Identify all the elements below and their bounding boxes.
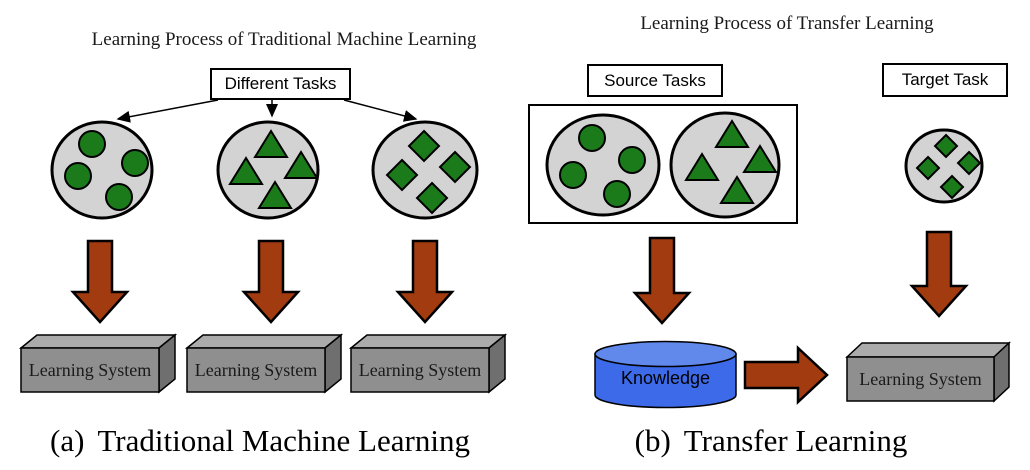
flow-arrow-knowledge-right (743, 345, 829, 405)
flow-arrow-down-2 (241, 239, 301, 324)
caption-b-text: Transfer Learning (683, 423, 908, 458)
box-top-face (348, 334, 508, 349)
diamond-icon (939, 174, 965, 200)
diamond-icon (915, 155, 941, 181)
learning-system-box-2 (184, 333, 344, 394)
cluster-ellipse (371, 120, 479, 220)
box-front-face (20, 347, 160, 393)
cylinder-body (594, 353, 737, 409)
task-cluster-circles (50, 120, 154, 220)
learning-system-label-3: Learning System (358, 359, 482, 380)
task-cluster-diamonds (371, 120, 479, 220)
cluster-ellipse (216, 120, 320, 220)
right-panel-title: Learning Process of Transfer Learning (640, 13, 934, 34)
caption-a-prefix: (a) (50, 423, 85, 458)
box-top-face (184, 334, 344, 349)
caption-b-prefix: (b) (634, 423, 671, 458)
connector-arrow-left (116, 99, 219, 123)
box-front-face (186, 347, 326, 393)
learning-system-label-1: Learning System (28, 359, 152, 380)
diamond-icon (415, 181, 449, 215)
learning-system-box-3 (348, 333, 508, 394)
cluster-ellipse (545, 113, 661, 217)
box-front-face (846, 356, 995, 402)
learning-system-box-1 (18, 333, 178, 394)
connector-arrow-right (343, 99, 418, 122)
circle-icon (121, 149, 149, 177)
different-tasks-box: Different Tasks (210, 68, 351, 100)
source-cluster-circles (545, 113, 661, 217)
cluster-ellipse (904, 128, 984, 204)
flow-arrow-source-down (632, 236, 692, 325)
circle-icon (578, 124, 606, 152)
diamond-icon (438, 150, 472, 184)
target-cluster-diamonds (904, 128, 984, 204)
triangle-icon (257, 180, 293, 209)
cylinder-top (594, 340, 737, 368)
box-top-face (18, 334, 178, 349)
triangle-icon (742, 144, 778, 173)
diamond-icon (933, 133, 959, 159)
circle-icon (64, 162, 92, 190)
triangle-icon (253, 129, 289, 158)
box-front-face (350, 347, 490, 393)
circle-icon (618, 146, 646, 174)
target-task-box: Target Task (882, 63, 1008, 97)
source-cluster-triangles (669, 111, 781, 219)
source-tasks-box: Source Tasks (587, 64, 723, 97)
circle-icon (78, 130, 106, 158)
circle-icon (105, 183, 133, 211)
learning-system-label-2: Learning System (194, 359, 318, 380)
triangle-icon (714, 119, 750, 148)
caption-b: (b) Transfer Learning (566, 423, 976, 459)
box-top-face (845, 342, 1011, 358)
knowledge-label: Knowledge (620, 367, 711, 388)
task-connector-arrows (116, 99, 418, 123)
flow-arrow-target-down (909, 230, 969, 318)
task-cluster-triangles (216, 120, 320, 220)
learning-system-label-right: Learning System (859, 368, 982, 389)
triangle-icon (283, 150, 319, 179)
diamond-icon (407, 129, 441, 163)
diamond-icon (956, 150, 982, 176)
learning-system-box-right (845, 341, 1011, 403)
knowledge-cylinder (594, 340, 737, 409)
diamond-icon (385, 158, 419, 192)
caption-a: (a) Traditional Machine Learning (5, 423, 515, 459)
flow-arrow-down-1 (70, 239, 130, 324)
circle-icon (603, 180, 631, 208)
left-panel-title: Learning Process of Traditional Machine … (91, 29, 477, 50)
triangle-icon (684, 152, 720, 181)
circle-icon (559, 161, 587, 189)
cluster-ellipse (669, 111, 781, 219)
flow-arrow-down-3 (395, 239, 455, 324)
triangle-icon (228, 156, 264, 185)
triangle-icon (719, 175, 755, 204)
caption-a-text: Traditional Machine Learning (97, 423, 470, 458)
